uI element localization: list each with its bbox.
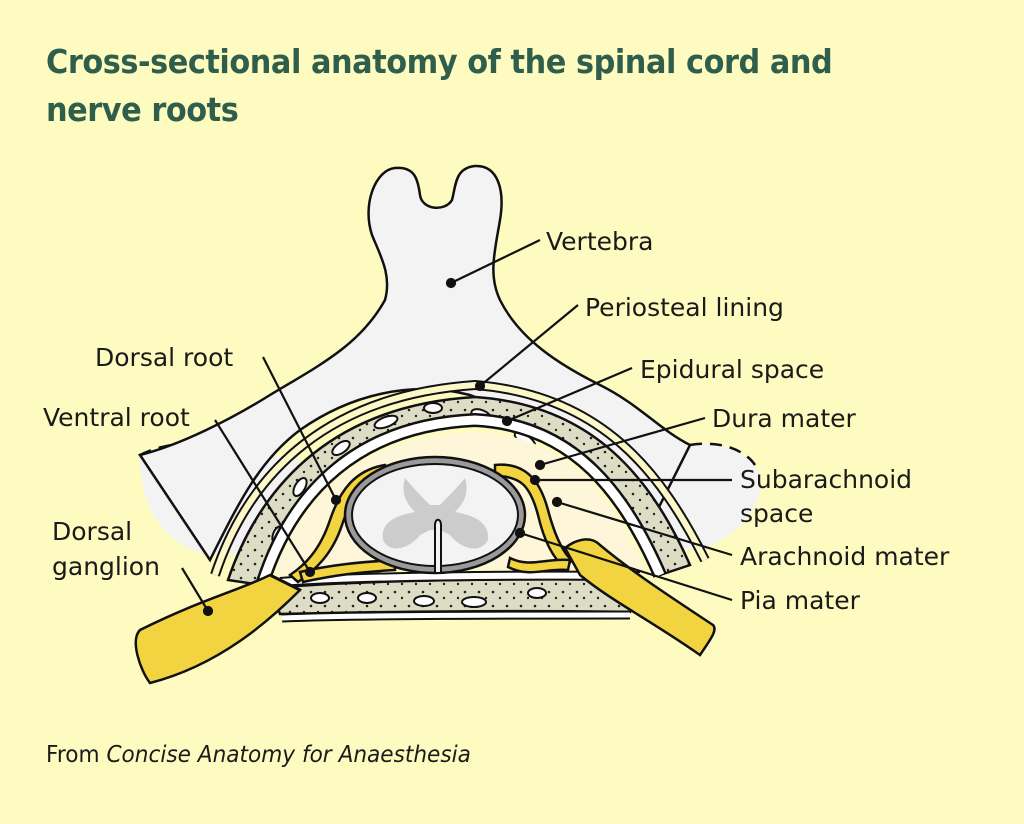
label-dura-mater: Dura mater <box>712 404 856 433</box>
label-dorsal-ganglion-2: ganglion <box>52 552 160 581</box>
label-subarachnoid-space-2: space <box>740 499 813 528</box>
source-caption: From Concise Anatomy for Anaesthesia <box>46 742 471 768</box>
grey-matter <box>382 478 489 549</box>
label-ventral-root: Ventral root <box>43 403 190 432</box>
label-subarachnoid-space-1: Subarachnoid <box>740 465 912 494</box>
ventral-root-left <box>298 558 397 584</box>
vertebra-shape <box>137 164 692 563</box>
diagram-title: Cross-sectional anatomy of the spinal co… <box>46 42 833 129</box>
label-periosteal-lining: Periosteal lining <box>585 293 784 322</box>
label-vertebra: Vertebra <box>546 227 653 256</box>
leader-lines <box>181 239 733 617</box>
nerve-roots <box>134 463 716 685</box>
anterior-median-fissure <box>434 518 442 572</box>
dorsal-ganglion-left <box>134 573 303 685</box>
caption-source-title: Concise Anatomy for Anaesthesia <box>106 742 471 768</box>
label-dorsal-ganglion-1: Dorsal <box>52 517 132 546</box>
label-epidural-space: Epidural space <box>640 355 824 384</box>
label-arachnoid-mater: Arachnoid mater <box>740 542 950 571</box>
dorsal-ganglion-right <box>563 538 716 657</box>
label-dorsal-root: Dorsal root <box>95 343 233 372</box>
ventral-root-right <box>506 556 572 574</box>
caption-prefix: From <box>46 742 100 768</box>
label-pia-mater: Pia mater <box>740 586 861 615</box>
